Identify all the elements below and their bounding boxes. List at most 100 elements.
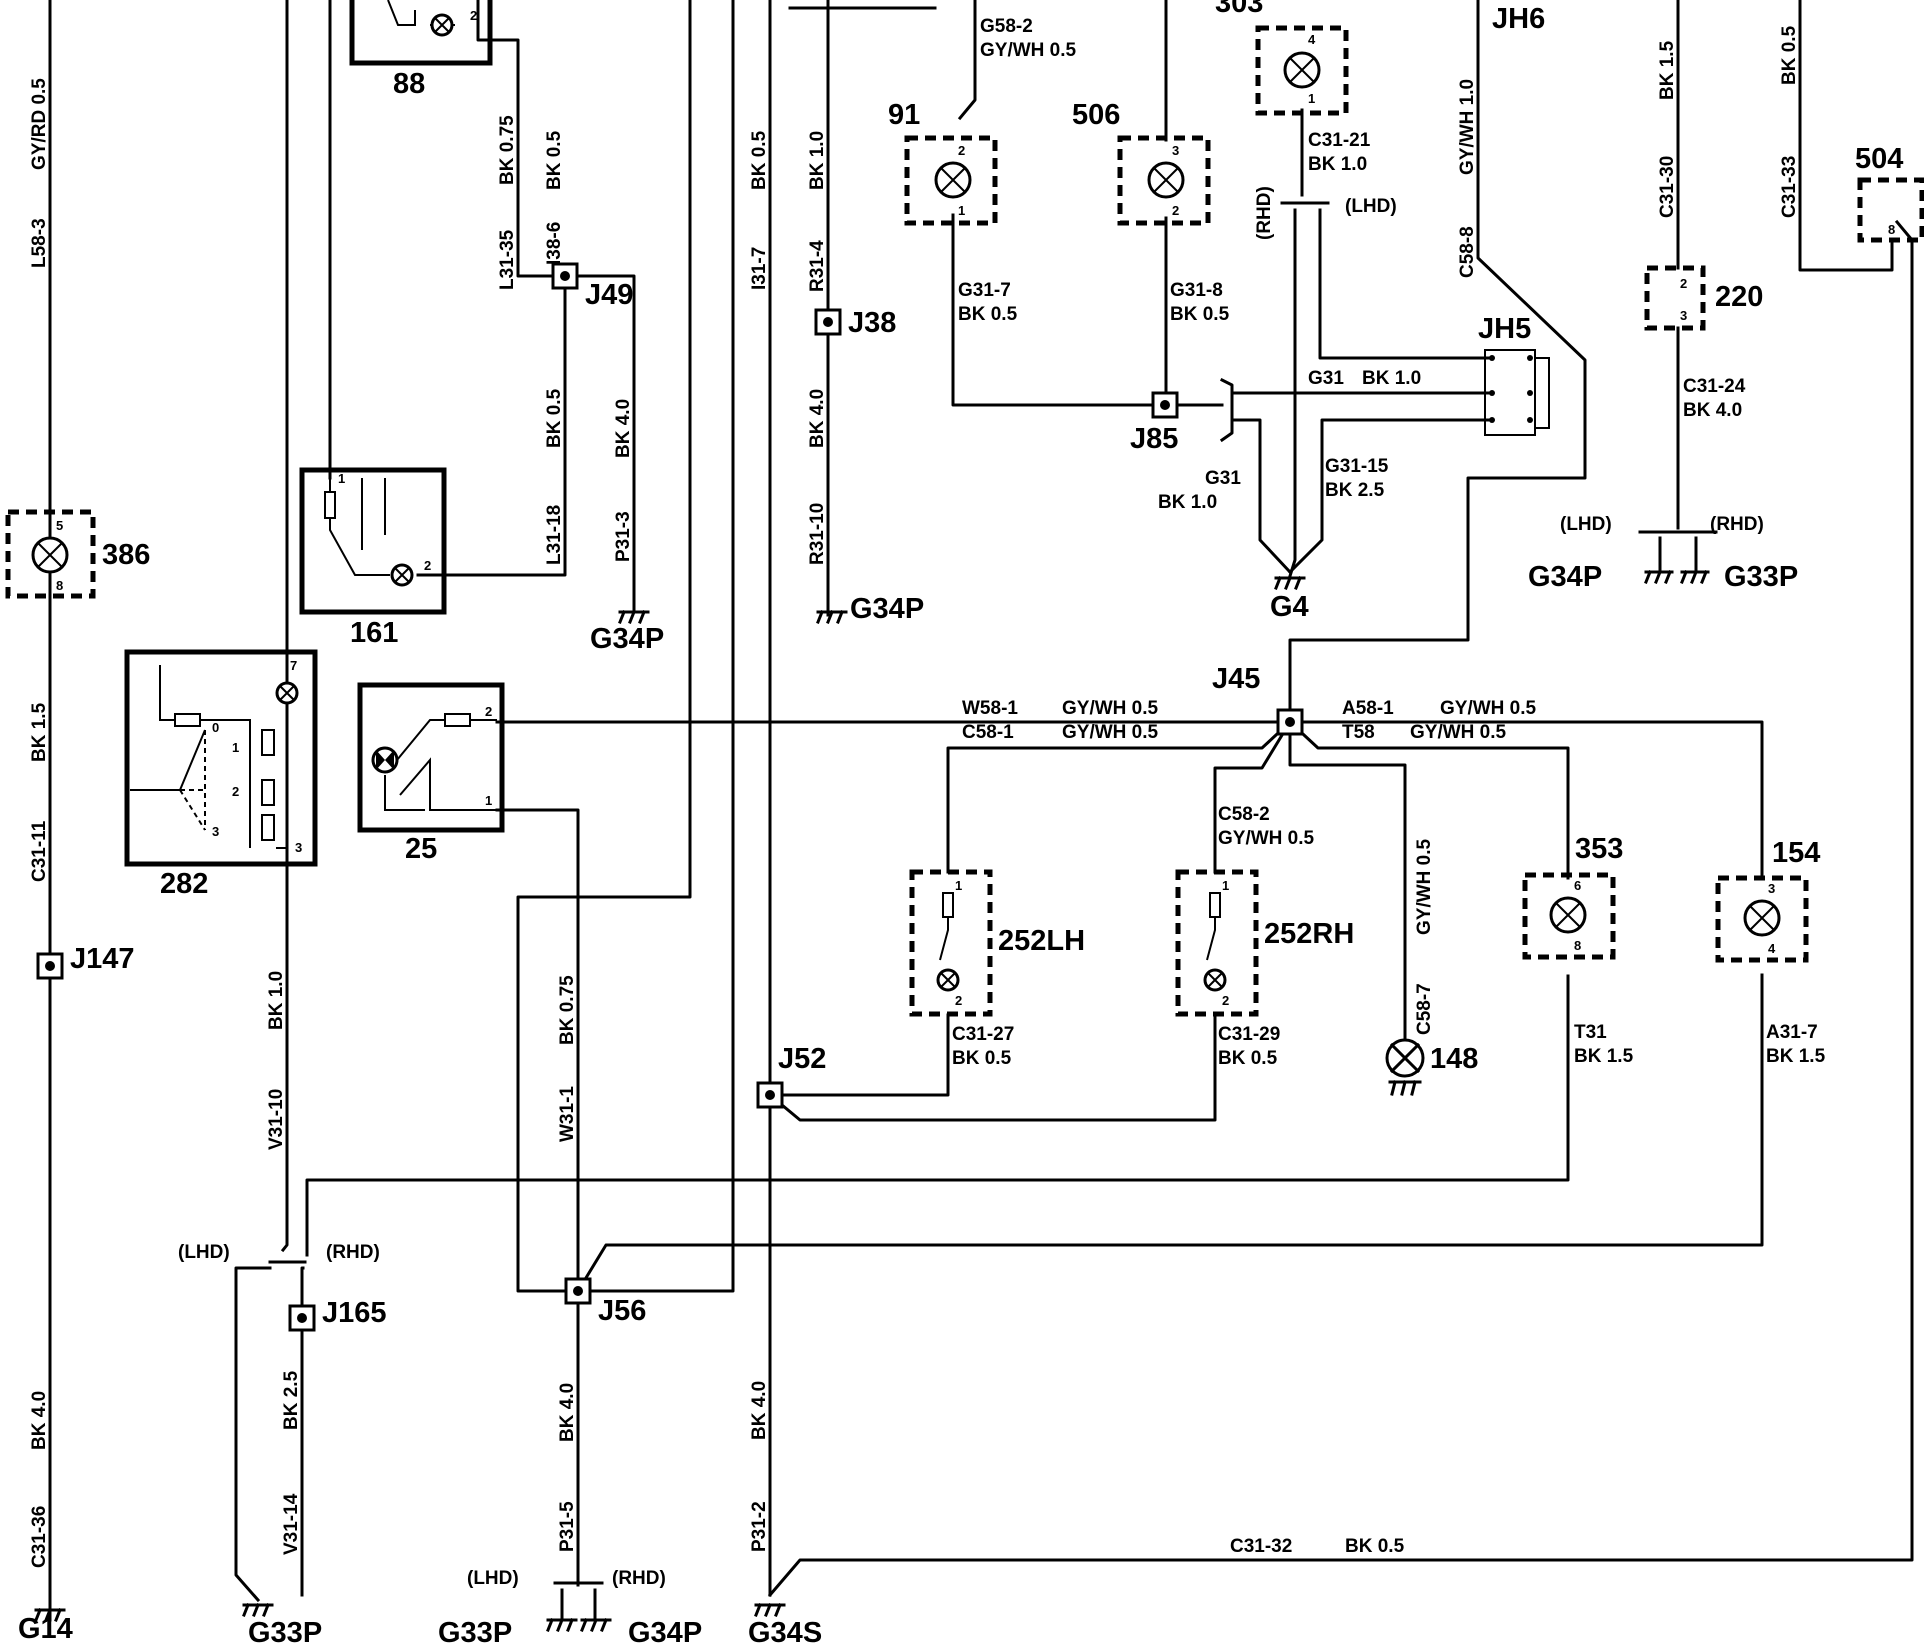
label-220: 220 <box>1715 281 1763 313</box>
junction-j85: J85 <box>1130 391 1179 455</box>
component-88: 2 88 <box>349 0 493 100</box>
wire-l31-18 <box>416 274 567 577</box>
ground-g33p-p31-5: G33P <box>438 1617 578 1648</box>
wire-label-bk10e: BK 1.0 <box>1158 492 1217 513</box>
wire-g31-bk1-g4 <box>1230 418 1293 575</box>
wire-label-bk40e: BK 4.0 <box>807 389 828 448</box>
ground-g14: G14 <box>18 1608 73 1645</box>
label-j45: J45 <box>1212 663 1260 695</box>
svg-text:2: 2 <box>1172 203 1179 218</box>
wire-label-g31b: G31 <box>1205 468 1241 489</box>
label-j85: J85 <box>1130 423 1178 455</box>
svg-text:0: 0 <box>212 720 219 735</box>
svg-text:8: 8 <box>56 578 63 593</box>
wire-label-p315: P31-5 <box>557 1501 578 1552</box>
label-161: 161 <box>350 617 398 649</box>
svg-text:2: 2 <box>955 993 962 1008</box>
label-353: 353 <box>1575 833 1623 865</box>
wire-l31-35 <box>476 0 567 278</box>
wire-label-gywh05f: GY/WH 0.5 <box>1218 828 1315 849</box>
svg-text:1: 1 <box>232 740 239 755</box>
wire-c31-29 <box>767 1013 1217 1122</box>
component-25: 2 1 25 <box>357 682 505 865</box>
wire-label-t58: T58 <box>1342 722 1375 743</box>
wire-t31 <box>305 974 1570 1257</box>
wire-label-gywh05b: GY/WH 0.5 <box>1062 698 1159 719</box>
wire-label-i317: I31-7 <box>749 247 770 290</box>
wire-label-c3124: C31-24 <box>1683 376 1746 397</box>
component-252rh: 1 2 252RH <box>1175 869 1354 1017</box>
wire-label-g31a: G31 <box>1308 368 1344 389</box>
wire-label-g3115: G31-15 <box>1325 456 1389 477</box>
label-25: 25 <box>405 833 437 865</box>
wire-c58-1 <box>946 719 1293 874</box>
wire-label-i386: I38-6 <box>544 222 565 265</box>
wire-label-bk05a: BK 0.5 <box>544 130 565 190</box>
label-j56: J56 <box>598 1295 646 1327</box>
wire-label-c3121: C31-21 <box>1308 130 1371 151</box>
wire-label-g318: G31-8 <box>1170 280 1223 301</box>
svg-text:1: 1 <box>1308 91 1315 106</box>
wire-label-c582: C58-2 <box>1218 804 1270 825</box>
component-506: 3 2 506 <box>1072 99 1211 226</box>
component-386: 5 8 386 <box>5 509 150 599</box>
wire-label-bk05h: BK 0.5 <box>1218 1048 1278 1069</box>
svg-text:1: 1 <box>1222 878 1229 893</box>
wire-label-gywh05a: GY/WH 0.5 <box>980 40 1077 61</box>
wire-label-bk10c: BK 1.0 <box>1308 154 1367 175</box>
wire-g31-bk1 <box>1318 208 1490 360</box>
svg-text:2: 2 <box>232 784 239 799</box>
wire-v31-10 <box>280 0 289 1253</box>
wire-label-w311: W31-1 <box>557 1086 578 1142</box>
wire-label-bk075a: BK 0.75 <box>497 115 518 185</box>
wire-a31-7 <box>575 973 1764 1294</box>
svg-text:2: 2 <box>470 8 477 23</box>
label-rhd-303: (RHD) <box>1254 186 1275 240</box>
junctions: J49 J38 J85 J45 J147 J52 J165 J56 <box>36 262 1304 1332</box>
wire-g31-7 <box>951 213 1167 407</box>
svg-text:2: 2 <box>424 558 431 573</box>
wire-w31-1 <box>495 808 580 1293</box>
wire-v31-14-lhd <box>234 1266 272 1603</box>
label-g33p-a: G33P <box>248 1617 322 1648</box>
wire-t58 <box>1287 719 1570 880</box>
wire-label-c3129: C31-29 <box>1218 1024 1280 1045</box>
label-lhd-220: (LHD) <box>1560 514 1612 535</box>
label-252lh: 252LH <box>998 925 1085 957</box>
label-lhd-303: (LHD) <box>1345 196 1397 217</box>
svg-text:7: 7 <box>290 658 297 673</box>
component-353: 6 8 353 <box>1522 833 1623 960</box>
label-252rh: 252RH <box>1264 918 1354 950</box>
wire-label-c3127: C31-27 <box>952 1024 1014 1045</box>
label-504: 504 <box>1855 143 1903 175</box>
label-506: 506 <box>1072 99 1120 131</box>
label-jh5: JH5 <box>1478 313 1531 345</box>
wire-label-c581: C58-1 <box>962 722 1014 743</box>
label-g33p-b: G33P <box>438 1617 512 1648</box>
wire-c31-33 <box>1798 0 1894 272</box>
junction-j56: J56 <box>564 1277 646 1327</box>
junction-j52: J52 <box>756 1043 826 1109</box>
label-rhd-p31: (RHD) <box>612 1568 666 1589</box>
wire-label-bk15b: BK 1.5 <box>1657 40 1678 100</box>
label-g34p-b: G34P <box>850 593 924 625</box>
label-g34s: G34S <box>748 1617 822 1648</box>
svg-text:8: 8 <box>1574 938 1581 953</box>
svg-text:2: 2 <box>1680 276 1687 291</box>
wire-c58-2b <box>1213 719 1293 874</box>
svg-text:6: 6 <box>1574 878 1581 893</box>
component-148: 148 <box>1385 1038 1478 1096</box>
wire-label-l583: L58-3 <box>29 218 50 268</box>
wire-g58-2-top <box>957 0 977 121</box>
label-rhd-v31: (RHD) <box>326 1242 380 1263</box>
label-lhd-p31: (LHD) <box>467 1568 519 1589</box>
junction-j45: J45 <box>1212 663 1304 736</box>
wire-label-gywh05e: GY/WH 0.5 <box>1410 722 1507 743</box>
svg-text:3: 3 <box>212 824 219 839</box>
label-lhd-v31: (LHD) <box>178 1242 230 1263</box>
wire-labels-vertical: L58-3 GY/RD 0.5 C31-11 BK 1.5 C31-36 BK … <box>29 25 1800 1568</box>
label-j165: J165 <box>322 1297 387 1329</box>
wire-c31-27 <box>768 1013 950 1097</box>
wire-label-g582: G58-2 <box>980 16 1033 37</box>
label-154: 154 <box>1772 837 1820 869</box>
